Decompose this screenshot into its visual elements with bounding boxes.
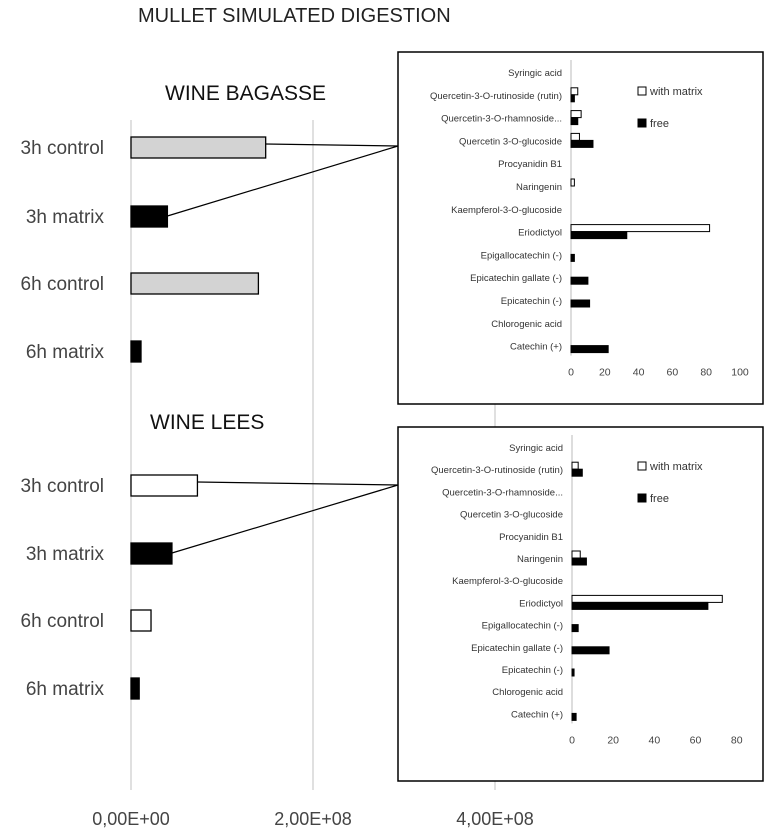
- main-bar: [130, 340, 142, 363]
- inset-bar-free: [571, 468, 583, 477]
- inset-bar-free: [570, 117, 579, 126]
- inset-bar-free: [570, 253, 575, 262]
- inset-category-label: Catechin (+): [510, 342, 562, 353]
- legend-swatch-free: [637, 118, 647, 128]
- inset-category-label: Quercetin-3-O-rhamnoside...: [442, 487, 563, 498]
- inset-x-tick-label: 20: [607, 734, 619, 746]
- main-bar: [130, 609, 152, 632]
- main-category-label: 6h control: [21, 611, 104, 632]
- inset-category-label: Epicatechin (-): [502, 665, 563, 676]
- inset-bar-free: [571, 601, 709, 610]
- inset-bar-with-matrix: [571, 461, 579, 470]
- inset-x-tick-label: 0: [569, 734, 575, 746]
- inset-category-label: Epigallocatechin (-): [482, 621, 563, 632]
- inset-category-label: Naringenin: [516, 182, 562, 193]
- inset-category-label: Kaempferol-3-O-glucoside: [451, 205, 562, 216]
- main-bar: [130, 474, 199, 497]
- main-bar: [130, 542, 173, 565]
- inset-x-tick-label: 40: [633, 367, 645, 379]
- main-bar: [130, 272, 260, 295]
- main-bar: [130, 205, 169, 228]
- inset-bar-free: [570, 94, 575, 103]
- legend-label-free: free: [650, 493, 669, 505]
- legend-label-free: free: [650, 118, 669, 130]
- connector-line: [197, 481, 399, 486]
- main-x-tick-label: 4,00E+08: [456, 809, 534, 829]
- inset-category-label: Epigallocatechin (-): [481, 250, 562, 261]
- inset-category-label: Procyanidin B1: [498, 159, 562, 170]
- legend-swatch-with-matrix: [637, 461, 647, 471]
- inset-category-label: Quercetin 3-O-glucoside: [460, 510, 563, 521]
- main-x-tick-label: 2,00E+08: [274, 809, 352, 829]
- inset-category-label: Chlorogenic acid: [491, 319, 562, 330]
- legend-swatch-free: [637, 493, 647, 503]
- main-category-label: 3h matrix: [26, 544, 105, 565]
- inset-x-tick-label: 0: [568, 367, 574, 379]
- inset-bar-free: [570, 139, 594, 148]
- inset-bar-free: [570, 276, 589, 285]
- inset-category-label: Epicatechin gallate (-): [470, 273, 562, 284]
- main-category-label: 6h control: [21, 274, 104, 295]
- wine-lees-panel: WINE LEES 3h control 3h matrix 6h control 6…: [21, 411, 764, 782]
- main-x-tick-labels: 0,00E+00 2,00E+08 4,00E+08: [92, 809, 534, 829]
- inset-category-label: Syringic acid: [509, 443, 563, 454]
- inset-bar-with-matrix: [570, 110, 582, 119]
- inset-bar-with-matrix: [570, 224, 711, 233]
- main-category-label: 3h control: [21, 138, 104, 159]
- main-bar: [130, 136, 267, 159]
- inset-category-label: Quercetin-3-O-rhamnoside...: [441, 114, 562, 125]
- inset-x-tick-label: 80: [700, 367, 712, 379]
- main-category-label: 3h matrix: [26, 207, 105, 228]
- inset-bar-free: [571, 712, 577, 721]
- inset-category-label: Syringic acid: [508, 68, 562, 79]
- connector-line: [265, 143, 399, 147]
- inset-category-label: Quercetin-3-O-rutinoside (rutin): [430, 91, 562, 102]
- inset-category-label: Kaempferol-3-O-glucoside: [452, 576, 563, 587]
- inset-bar-with-matrix: [570, 178, 575, 187]
- legend-label-with-matrix: with matrix: [649, 86, 703, 98]
- inset-bar-free: [570, 345, 609, 354]
- inset-category-label: Eriodictyol: [519, 598, 563, 609]
- main-category-label: 6h matrix: [26, 679, 105, 700]
- inset-x-tick-label: 80: [731, 734, 743, 746]
- inset-bar-with-matrix: [570, 132, 580, 141]
- chart-title: MULLET SIMULATED DIGESTION: [138, 5, 451, 27]
- main-category-label: 3h control: [21, 476, 104, 497]
- inset-bar-with-matrix: [571, 594, 723, 603]
- inset-category-label: Quercetin-3-O-rutinoside (rutin): [431, 465, 563, 476]
- legend-swatch-with-matrix: [637, 86, 647, 96]
- inset-x-tick-label: 20: [599, 367, 611, 379]
- inset-category-label: Chlorogenic acid: [492, 687, 563, 698]
- main-x-tick-label: 0,00E+00: [92, 809, 170, 829]
- inset-bar-free: [570, 299, 591, 308]
- inset-category-label: Quercetin 3-O-glucoside: [459, 136, 562, 147]
- wine-bagasse-panel: WINE BAGASSE 3h control 3h matrix 6h contr…: [21, 51, 764, 405]
- main-bar: [130, 677, 140, 700]
- inset-category-label: Catechin (+): [511, 709, 563, 720]
- inset-category-label: Epicatechin gallate (-): [471, 643, 563, 654]
- legend-label-with-matrix: with matrix: [649, 461, 703, 473]
- inset-x-tick-label: 100: [731, 367, 749, 379]
- inset-x-tick-label: 40: [649, 734, 661, 746]
- inset-bar-with-matrix: [570, 87, 579, 96]
- connector-line: [167, 145, 399, 217]
- inset-category-label: Eriodictyol: [518, 228, 562, 239]
- inset-bar-free: [571, 624, 579, 633]
- inset-bar-free: [571, 668, 575, 677]
- connector-line: [171, 484, 399, 554]
- inset-bar-with-matrix: [571, 550, 581, 559]
- main-category-label: 6h matrix: [26, 342, 105, 363]
- inset-category-label: Epicatechin (-): [501, 296, 562, 307]
- inset-x-tick-label: 60: [690, 734, 702, 746]
- inset-x-tick-label: 60: [667, 367, 679, 379]
- inset-category-label: Procyanidin B1: [499, 532, 563, 543]
- inset-bar-free: [570, 231, 628, 240]
- inset-bar-free: [571, 646, 610, 655]
- wine-lees-title: WINE LEES: [150, 411, 264, 434]
- wine-bagasse-title: WINE BAGASSE: [165, 82, 326, 105]
- inset-category-label: Naringenin: [517, 554, 563, 565]
- inset-bar-free: [571, 557, 587, 566]
